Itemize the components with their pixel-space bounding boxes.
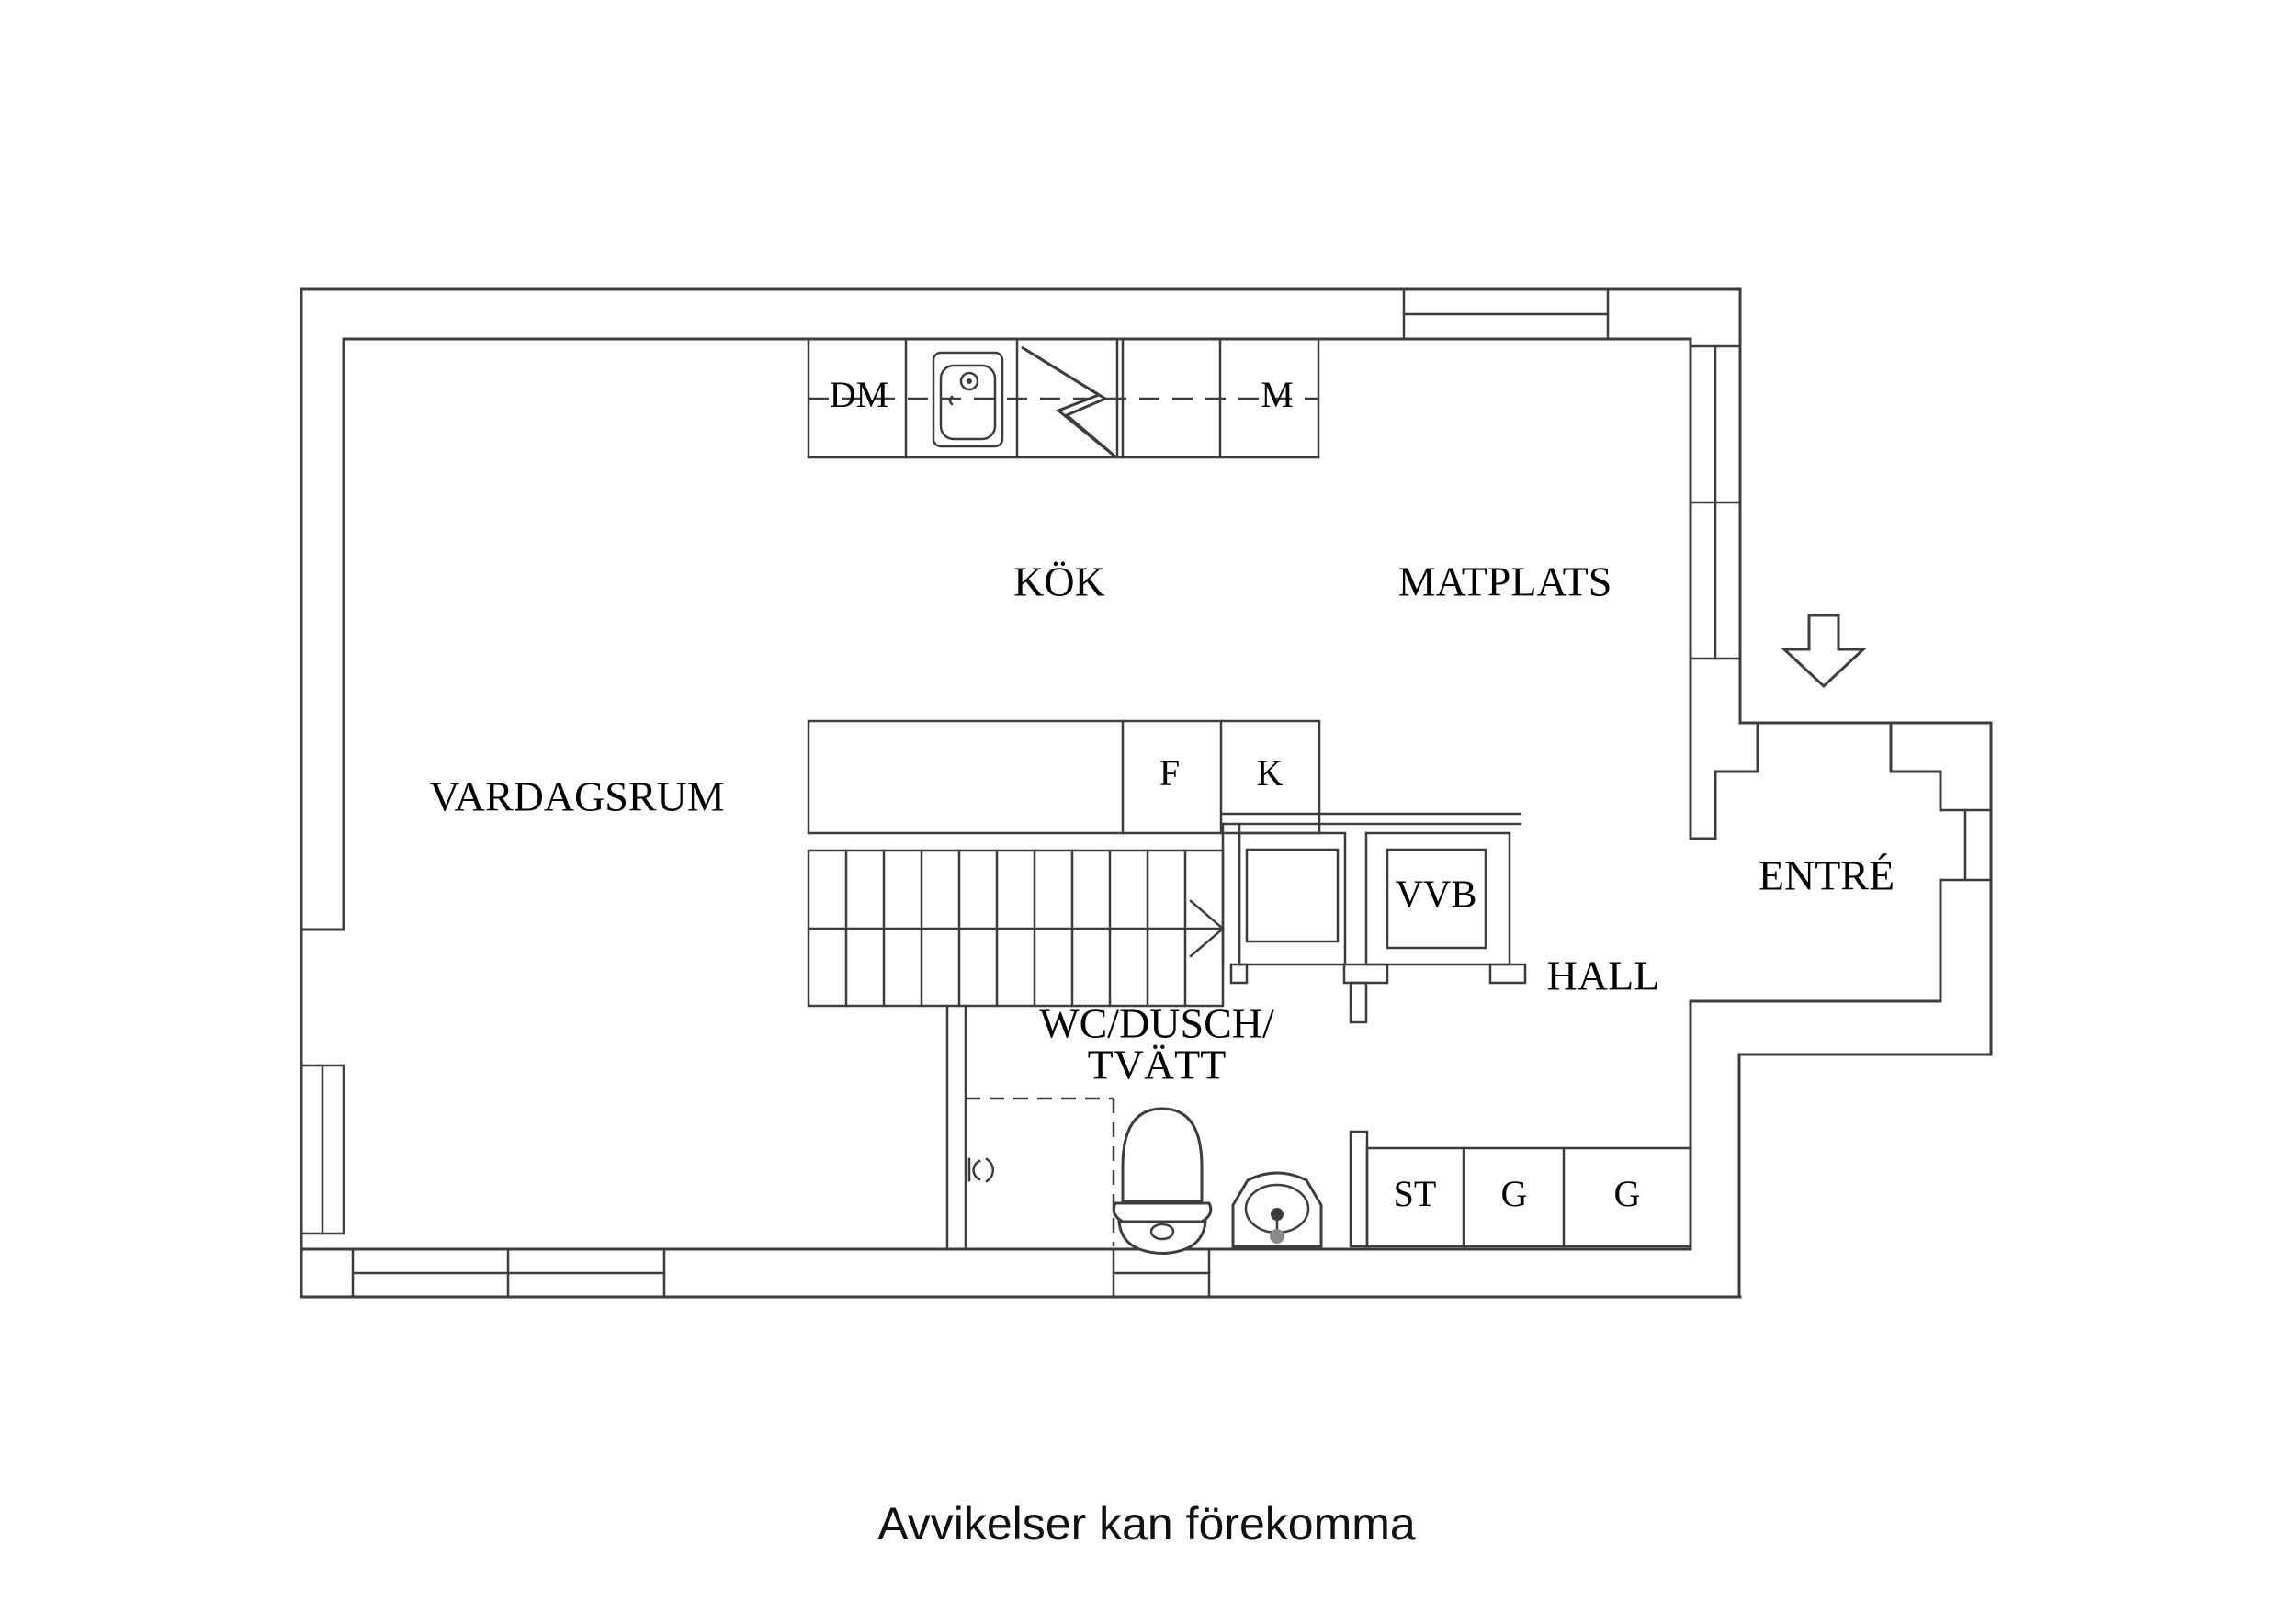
stairs-direction-arrow <box>1189 899 1225 958</box>
cleaning-cabinet-label: ST <box>1394 1173 1437 1214</box>
wardrobe2-label: G <box>1614 1173 1641 1214</box>
room-label-wc-line1: WC/DUSCH/ <box>1039 1000 1274 1047</box>
wash-basin-icon <box>1231 1171 1323 1248</box>
fridge-freezer-row <box>807 719 1321 835</box>
hall-wardrobes <box>1349 1130 1692 1248</box>
freezer-label: K <box>1257 752 1284 794</box>
shower-dashed-area <box>966 1097 1115 1246</box>
stove-lightning-icon <box>1021 345 1117 459</box>
room-label-matplats: MATPLATS <box>1398 558 1612 605</box>
room-label-entre: ENTRÉ <box>1759 852 1894 899</box>
wardrobe1-label: G <box>1501 1173 1528 1214</box>
room-label-vardagsrum: VARDAGSRUM <box>429 773 724 820</box>
closet-block <box>1221 812 1527 1024</box>
boiler-label: VVB <box>1396 874 1477 917</box>
bathroom <box>945 1004 1323 1255</box>
disclaimer-text: Avvikelser kan förekomma <box>877 1498 1416 1550</box>
kitchen-counter <box>807 337 1320 459</box>
shower-door-symbol <box>967 1157 995 1183</box>
room-label-wc-line2: TVÄTT <box>1088 1042 1227 1088</box>
room-label-kok: KÖK <box>1013 558 1105 605</box>
entry-porch-walls <box>1689 721 1993 1056</box>
fridge-label: F <box>1159 752 1180 794</box>
micro-label: M <box>1261 374 1294 415</box>
entrance-arrow-icon <box>1781 614 1867 689</box>
boiler-box <box>1386 848 1487 950</box>
dishwasher-label: DM <box>830 374 888 415</box>
room-label-hall: HALL <box>1547 952 1660 999</box>
toilet-icon <box>1112 1107 1213 1255</box>
kitchen-sink-icon <box>932 351 1004 448</box>
